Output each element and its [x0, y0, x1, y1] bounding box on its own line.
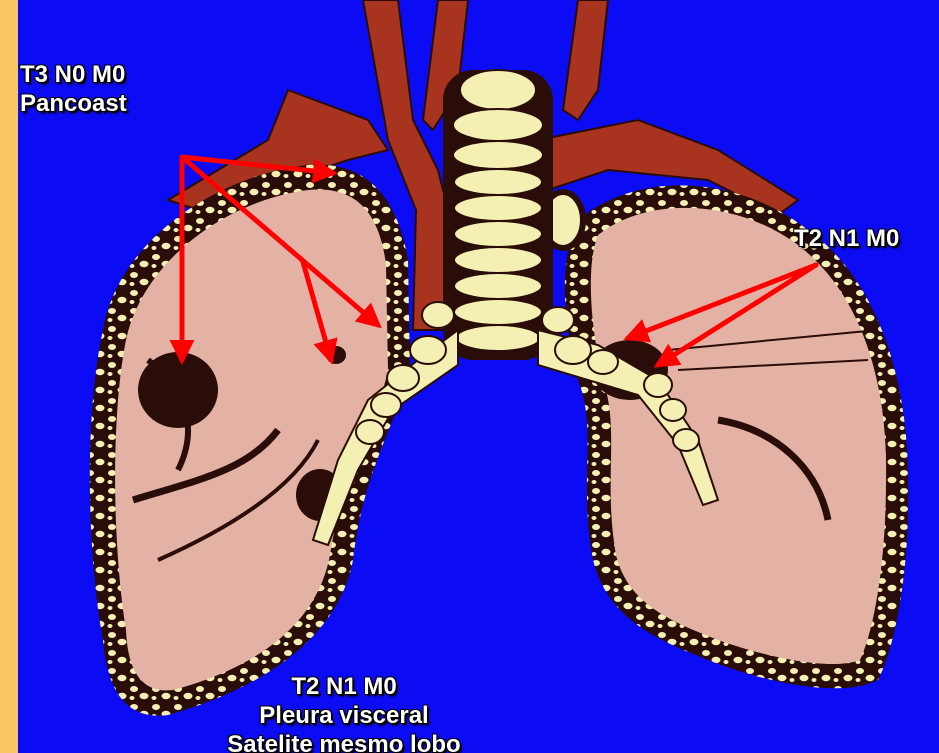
- label-pleura: T2 N1 M0 Pleura visceral Satelite mesmo …: [18, 672, 670, 753]
- label-pancoast-name: Pancoast: [20, 89, 127, 118]
- pancoast-tumor-mass: [138, 352, 218, 428]
- label-hilar: T2 N1 M0: [794, 224, 899, 253]
- label-pancoast-stage: T3 N0 M0: [20, 60, 127, 89]
- label-pleura-line2: Pleura visceral: [18, 701, 670, 730]
- right-lung: [543, 185, 908, 688]
- trachea: [443, 70, 553, 360]
- label-pleura-stage: T2 N1 M0: [18, 672, 670, 701]
- label-hilar-stage: T2 N1 M0: [794, 224, 899, 253]
- label-pleura-line3: Satelite mesmo lobo: [18, 730, 670, 753]
- diagram-area: T3 N0 M0 Pancoast T2 N1 M0 T2 N1 M0 Pleu…: [18, 0, 939, 753]
- label-pancoast: T3 N0 M0 Pancoast: [20, 60, 127, 118]
- lung-illustration: [18, 0, 939, 753]
